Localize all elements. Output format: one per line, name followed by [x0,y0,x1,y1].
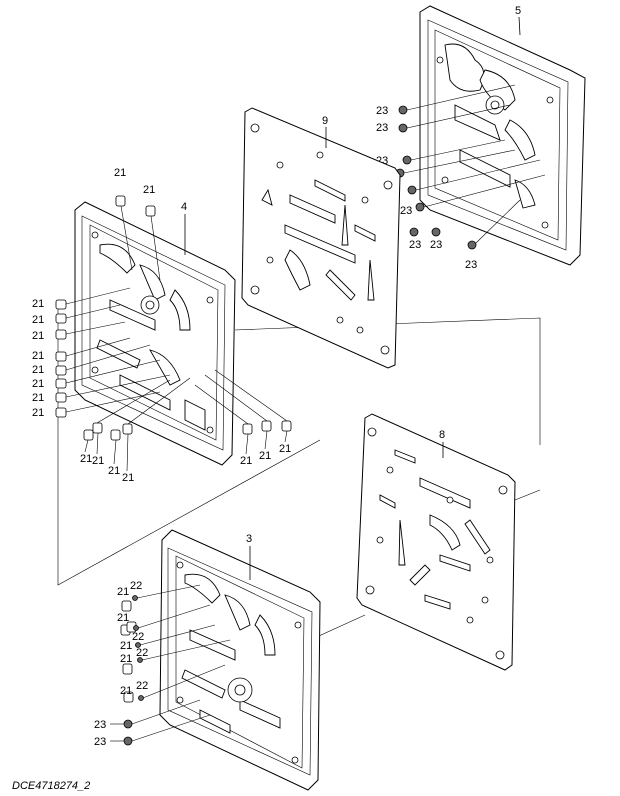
valve-body-5 [419,5,586,266]
callout-21-c: 21 [32,298,44,310]
callout-21-n: 21 [122,472,134,484]
callout-21-l: 21 [92,455,104,467]
callout-23-a: 23 [376,105,388,117]
callout-21-g: 21 [32,364,44,376]
callout-23-e: 23 [400,205,412,217]
callout-23-b: 23 [376,122,388,134]
callout-21-u: 21 [120,653,132,665]
drawing-code: DCE4718274_2 [12,780,90,792]
callout-21-e: 21 [32,330,44,342]
part-number-8: 8 [439,429,445,441]
callout-23-g: 23 [430,239,442,251]
callout-21-h: 21 [32,378,44,390]
callout-21-o: 21 [240,455,252,467]
callout-21-q: 21 [279,443,291,455]
separator-plate-9 [241,107,401,369]
part-number-4: 4 [181,201,187,213]
callout-23-h: 23 [465,259,477,271]
callout-23-i: 23 [94,719,106,731]
part-number-3: 3 [246,533,252,545]
callout-22-b: 22 [132,631,144,643]
callout-21-t: 21 [120,640,132,652]
callout-21-b: 21 [143,184,155,196]
callout-21-f: 21 [32,350,44,362]
plugs-21 [55,195,292,441]
valve-body-4 [74,201,236,466]
callout-21-v: 21 [120,685,132,697]
callout-22-c: 22 [136,647,148,659]
callout-21-a: 21 [114,167,126,179]
callout-23-f: 23 [409,239,421,251]
callout-23-j: 23 [94,736,106,748]
callout-22-d: 22 [136,680,148,692]
callout-21-r: 21 [117,586,129,598]
callout-21-s: 21 [117,612,129,624]
o-rings-23-upper [395,84,546,250]
part-number-9: 9 [322,115,328,127]
separator-plate-8 [356,413,516,671]
callout-21-i: 21 [32,392,44,404]
callout-21-k: 21 [80,453,92,465]
callout-21-d: 21 [32,314,44,326]
callout-21-p: 21 [259,450,271,462]
part-number-5: 5 [515,5,521,17]
callout-21-j: 21 [32,407,44,419]
callout-21-m: 21 [108,465,120,477]
valve-body-3 [159,529,321,791]
callout-22-a: 22 [130,580,142,592]
